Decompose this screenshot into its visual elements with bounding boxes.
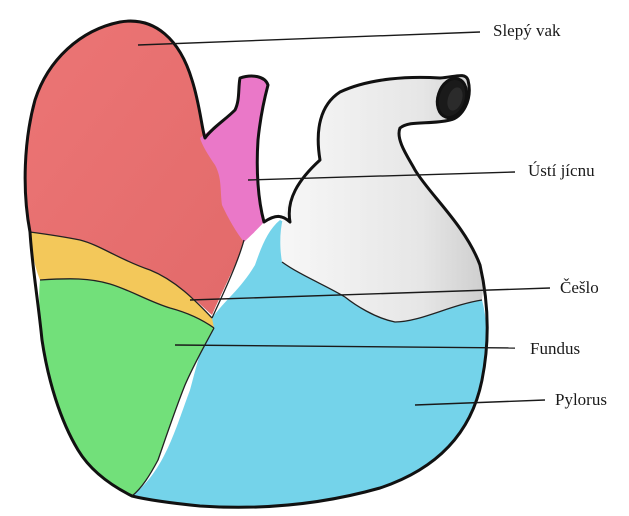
- label-ceslo: Češlo: [560, 278, 599, 297]
- label-usti-jicnu: Ústí jícnu: [528, 161, 595, 180]
- label-slepy-vak: Slepý vak: [493, 21, 561, 40]
- label-pylorus: Pylorus: [555, 390, 607, 409]
- leader-slepy-vak: [138, 32, 480, 45]
- label-fundus: Fundus: [530, 339, 580, 358]
